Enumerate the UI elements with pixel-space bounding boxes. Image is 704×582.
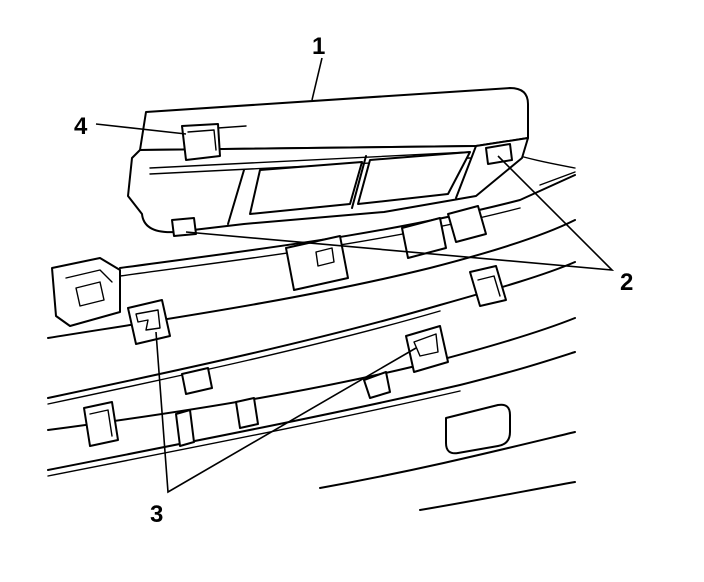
callout-4: 4 (74, 113, 88, 140)
retainer-clip (363, 371, 391, 399)
panel-clips (83, 205, 507, 447)
callout-leaders (95, 57, 615, 494)
callout-2: 2 (620, 269, 633, 296)
left-bracket (51, 257, 121, 327)
callout-3: 3 (150, 501, 163, 528)
callout-1: 1 (312, 33, 325, 60)
retainer-clip (405, 325, 449, 373)
electronic-module (127, 87, 529, 237)
panel-opening (445, 403, 511, 455)
retainer-clip (127, 299, 171, 345)
